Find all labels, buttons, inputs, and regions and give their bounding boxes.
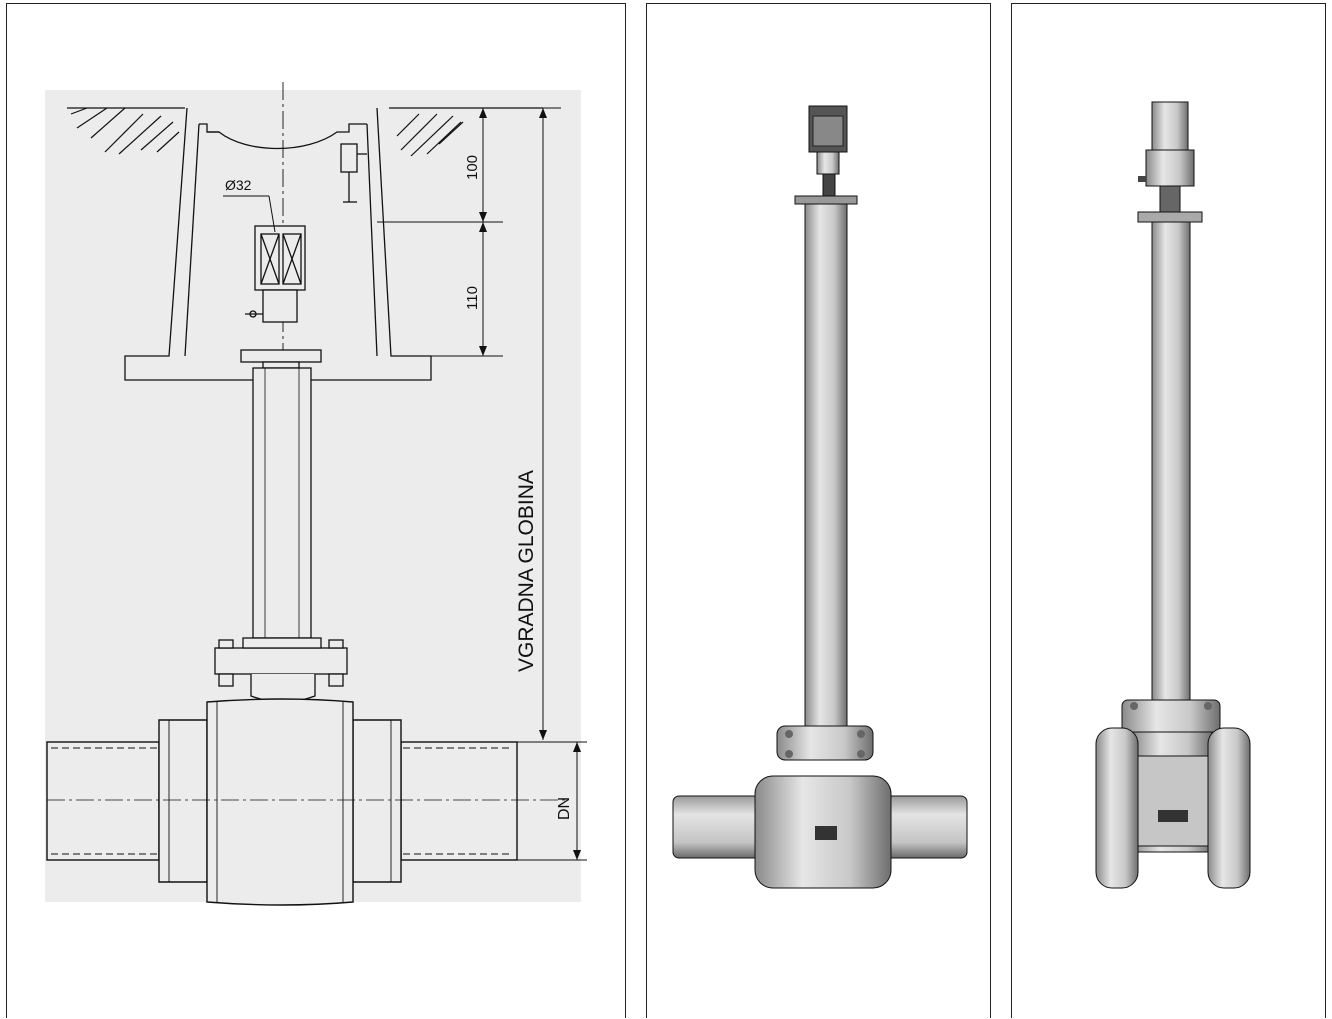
pipe-hidden-lines: [47, 747, 567, 855]
valve-body: [46, 698, 518, 906]
stem-cap: [245, 225, 306, 323]
flanged-valve-photo-panel: [1011, 3, 1326, 1018]
dimension-100: 100: [464, 155, 481, 180]
installation-depth-label: VGRADNA GLOBINA: [515, 470, 538, 672]
valve-drawing: Ø32: [45, 82, 587, 906]
dimension-arrows: [479, 108, 581, 860]
diameter-label: Ø32: [225, 177, 252, 193]
welded-end-ball-valve-icon: [672, 105, 968, 889]
bonnet-flange: [214, 637, 348, 703]
dimension-110: 110: [464, 286, 481, 310]
stem-tube: [240, 349, 322, 639]
nominal-diameter-label: DN: [556, 797, 573, 820]
technical-drawing-panel: Ø32: [6, 3, 626, 1018]
flanged-valve-icon: [1095, 101, 1251, 889]
welded-valve-photo-panel: [646, 3, 991, 1018]
